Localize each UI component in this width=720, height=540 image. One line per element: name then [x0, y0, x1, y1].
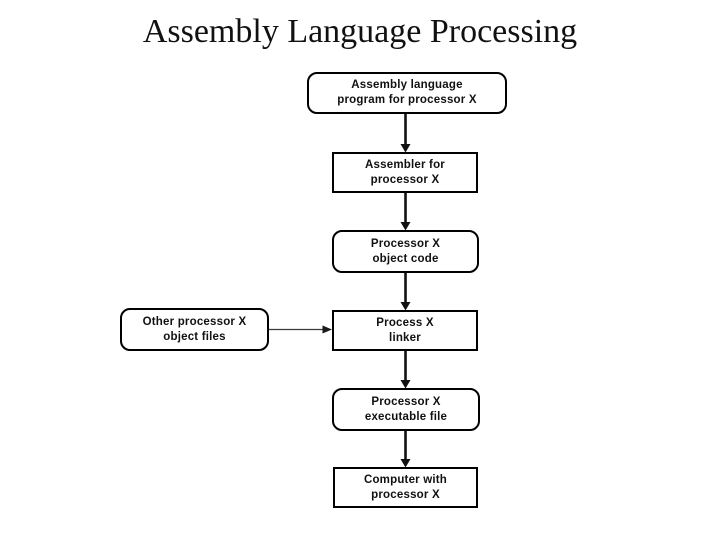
node-label-line: program for processor X	[337, 94, 477, 106]
arrow-linker-to-executable	[400, 351, 411, 389]
node-executable: Processor X executable file	[332, 388, 480, 431]
node-label-line: processor X	[371, 488, 440, 501]
node-label-line: Other processor X	[142, 315, 247, 328]
node-label-line: Process X	[376, 316, 434, 329]
node-label-line: Computer with	[363, 473, 448, 486]
node-label-line: processor X	[370, 173, 440, 186]
node-computer: Computer with processor X	[333, 467, 478, 508]
node-label-line: linker	[389, 331, 421, 344]
node-object-code: Processor X object code	[332, 230, 479, 273]
node-label-line: Assembly language	[351, 79, 463, 91]
arrow-assembler-to-object-code	[400, 193, 411, 231]
arrow-executable-to-computer	[400, 431, 411, 468]
node-label-line: Assembler for	[365, 158, 445, 171]
node-label-line: Processor X	[371, 395, 441, 408]
node-label-line: Processor X	[370, 237, 441, 250]
node-label-line: object code	[372, 252, 439, 265]
arrow-assembly-to-assembler	[400, 114, 411, 153]
node-assembly-program: Assembly language program for processor …	[307, 72, 507, 114]
arrow-other-files-to-linker	[269, 325, 332, 334]
node-assembler: Assembler for processor X	[332, 152, 478, 193]
node-label-line: object files	[163, 330, 226, 343]
node-other-object-files: Other processor X object files	[120, 308, 269, 351]
node-linker: Process X linker	[332, 310, 478, 351]
page-title: Assembly Language Processing	[142, 13, 578, 50]
node-label-line: executable file	[364, 410, 448, 423]
arrow-object-code-to-linker	[400, 273, 411, 311]
